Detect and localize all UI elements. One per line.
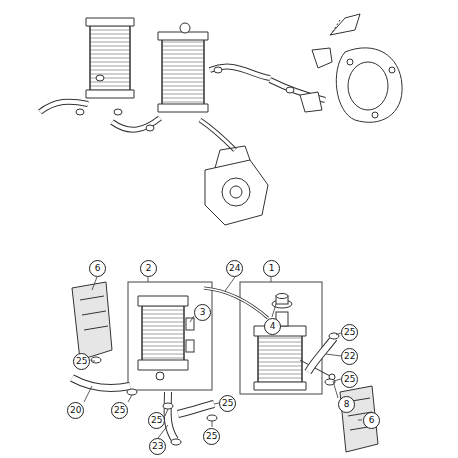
callout-number: 8 — [338, 396, 355, 413]
callout-number: 25 — [341, 324, 358, 341]
callout-number: 3 — [194, 304, 211, 321]
callout-number: 6 — [89, 260, 106, 277]
callout-number: 4 — [264, 318, 281, 335]
callout-number: 23 — [149, 438, 166, 455]
callout-number: 25 — [341, 371, 358, 388]
callout-number: 25 — [111, 402, 128, 419]
callout-number: 25 — [219, 395, 236, 412]
callout-number: 24 — [226, 260, 243, 277]
callout-number: 6 — [363, 412, 380, 429]
callout-number: 2 — [140, 260, 157, 277]
callout-number: 20 — [67, 402, 84, 419]
callout-number: 25 — [148, 412, 165, 429]
callout-number: 22 — [341, 348, 358, 365]
callout-number: 1 — [263, 260, 280, 277]
callout-number: 25 — [203, 428, 220, 445]
callout-number: 25 — [73, 353, 90, 370]
